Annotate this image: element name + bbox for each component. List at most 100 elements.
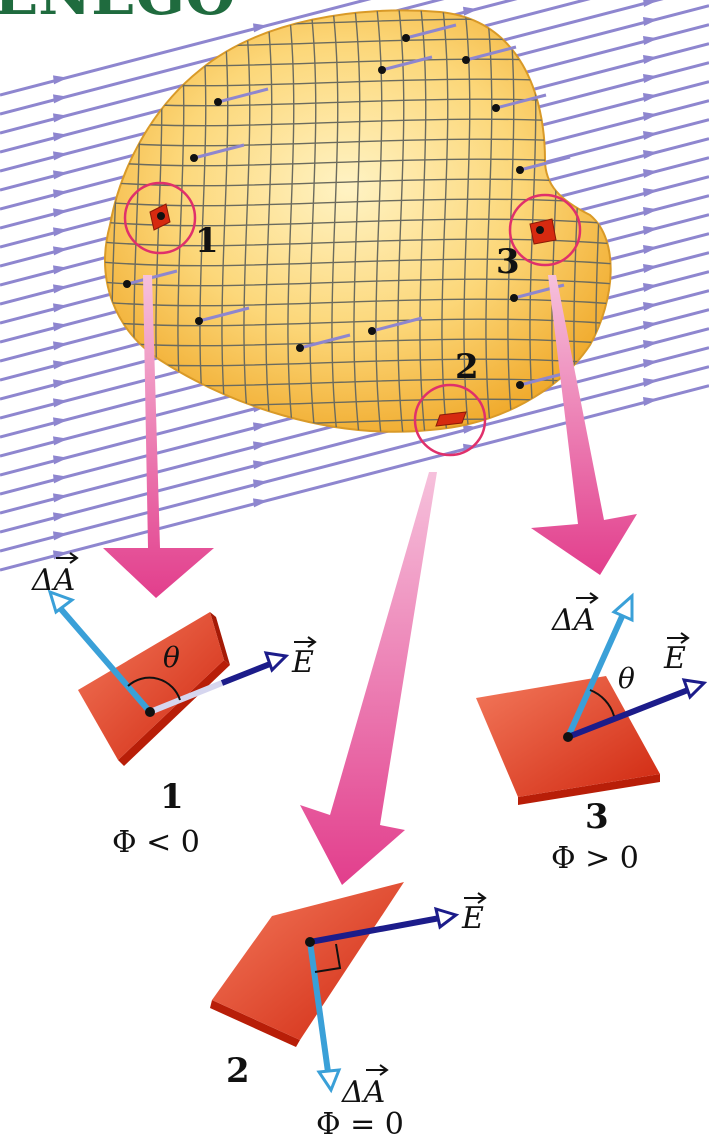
patch-3-area-label-arrow [576, 592, 599, 604]
field-line [0, 365, 709, 553]
highlight-circle-1 [123, 181, 197, 255]
surface-grid-parallel [105, 198, 611, 207]
field-line-arrowhead [643, 302, 658, 311]
field-line-arrowhead [643, 55, 658, 64]
highlight-circle-3 [508, 193, 582, 267]
patch-1-field-label: E [291, 645, 314, 680]
field-line-arrowhead [253, 460, 268, 470]
field-line-arrowhead [53, 189, 68, 199]
patch-2-field-vector [309, 915, 441, 945]
piercing-segment [371, 316, 423, 333]
piercing-segment [495, 93, 547, 110]
surface-grid-meridian [419, 10, 429, 432]
field-line-arrowhead [53, 75, 68, 85]
surface-patches [123, 181, 582, 457]
patch-1-angle-label: θ [163, 641, 180, 674]
piercing-dot [516, 166, 524, 174]
surface-label-3: 3 [496, 242, 520, 282]
piercing-dot [296, 344, 304, 352]
patch-1-face [78, 612, 224, 760]
field-line-arrowhead [53, 113, 68, 123]
pointer-arrow-3 [531, 275, 637, 575]
patch-2-edge [210, 1000, 300, 1047]
piercing-segment [519, 155, 571, 172]
field-line-arrowhead [643, 207, 658, 216]
surface-grid-parallel [80, 439, 640, 446]
patch-2-area-vector [307, 941, 331, 1073]
patch-1-field-label-arrow [294, 636, 317, 648]
patch-1-origin-dot [145, 707, 155, 717]
patch-dot-3 [536, 226, 544, 234]
field-line-arrowhead [53, 265, 68, 275]
piercing-dot [510, 294, 518, 302]
patch-1-field-vector [220, 661, 272, 686]
field-line-arrowhead [253, 23, 268, 33]
patch-1-flux: Φ < 0 [112, 825, 200, 860]
patch-3-number: 3 [585, 797, 609, 837]
patch-3-field-label-arrow [667, 632, 690, 644]
piercing-dot [462, 56, 470, 64]
field-line-arrowhead [253, 479, 268, 489]
surface-patch-2 [435, 411, 467, 427]
field-line-arrowhead [53, 512, 68, 522]
patch-dot-1 [157, 212, 165, 220]
field-line-arrowhead [53, 493, 68, 503]
patch-3-edge [518, 774, 660, 805]
field-line-arrowhead [643, 0, 658, 7]
field-line-arrowhead [643, 150, 658, 159]
field-line [0, 346, 709, 534]
field-line-arrowhead [643, 359, 658, 368]
field-line-arrowhead [53, 227, 68, 237]
patch-1-area-vector-head [47, 589, 76, 615]
patch-1-area-label: ΔA [31, 563, 75, 598]
surface-grid-meridian [397, 10, 407, 432]
patch-3-field-vector-head [681, 678, 708, 700]
piercing-segment [217, 87, 269, 104]
field-line-arrowhead [53, 360, 68, 370]
field-line-arrowhead [643, 321, 658, 330]
patch-2-origin-dot [305, 937, 315, 947]
field-line-arrowhead [53, 341, 68, 351]
surface-grid-meridian [243, 10, 253, 432]
patch-1-field-vector-hidden [148, 680, 224, 715]
field-line-arrowhead [53, 436, 68, 446]
piercing-dot [516, 381, 524, 389]
field-line-arrowhead [643, 36, 658, 45]
field-line-arrowhead [643, 226, 658, 235]
header-title: ENEGO [0, 0, 236, 28]
pointer-arrow-1 [103, 275, 214, 598]
field-line-arrowhead [463, 424, 478, 434]
field-line [0, 384, 709, 572]
surface-grid-meridian [331, 10, 341, 432]
patch-1-number: 1 [160, 777, 184, 817]
piercing-dot [378, 66, 386, 74]
field-line-arrowhead [463, 6, 478, 16]
patch-3-origin-dot [563, 732, 573, 742]
patch-3-flux: Φ > 0 [551, 841, 639, 876]
field-line-arrowhead [643, 112, 658, 121]
field-line-arrowhead [643, 340, 658, 349]
field-line-arrowhead [253, 498, 268, 508]
field-line-arrowhead [53, 170, 68, 180]
field-line-arrowhead [53, 151, 68, 161]
field-line-arrowhead [643, 93, 658, 102]
patch-detail-1: θ ΔA E 1 Φ < 0 [31, 552, 317, 860]
patch-1-area-label-arrow [56, 552, 79, 564]
field-line-arrowhead [53, 474, 68, 484]
pointer-arrows [103, 275, 637, 885]
piercing-segment [381, 55, 433, 72]
field-line-arrowhead [53, 246, 68, 256]
patch-3-field-label: E [663, 641, 686, 676]
highlight-circle-2 [413, 383, 487, 457]
piercing-dot [190, 154, 198, 162]
piercing-segment [198, 306, 250, 323]
piercing-dot [195, 317, 203, 325]
field-line-arrowhead [53, 94, 68, 104]
field-line-arrowhead [53, 284, 68, 294]
piercing-dot [492, 104, 500, 112]
field-line-arrowhead [643, 378, 658, 387]
field-line [0, 0, 372, 97]
field-line-arrowhead [643, 17, 658, 26]
patch-2-right-angle [314, 943, 342, 973]
